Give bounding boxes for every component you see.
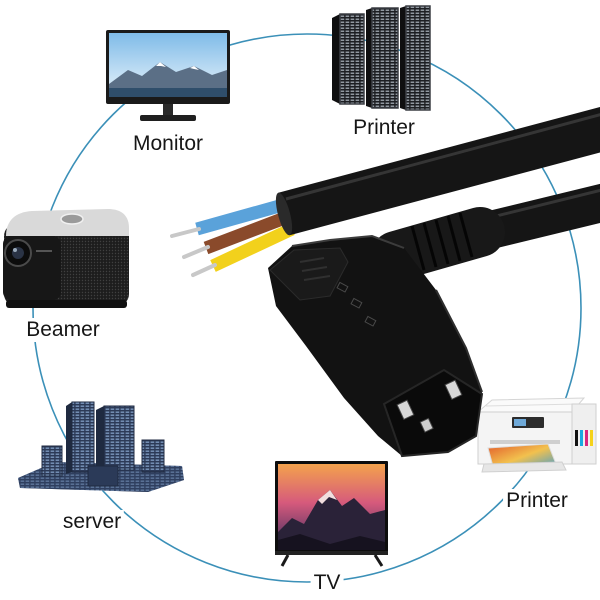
server-rack-icon <box>332 5 431 111</box>
tv-icon <box>275 461 388 567</box>
tv-bottom-bezel <box>275 551 388 555</box>
server-tall-tower <box>71 401 95 473</box>
printer-label: Printer <box>350 116 418 140</box>
server-tower-side <box>96 406 104 472</box>
connector-grip-ridge <box>299 257 325 263</box>
connector-edge-highlight <box>291 234 405 249</box>
rack-front <box>405 5 431 111</box>
printer-display <box>514 419 526 426</box>
rack-front <box>339 13 365 105</box>
server-cluster-icon <box>18 401 184 492</box>
wire-tip <box>170 227 201 238</box>
rack-front <box>371 7 399 109</box>
beamer-label: Beamer <box>23 318 103 342</box>
connector-embossed-mark <box>350 297 363 309</box>
socket-hole-neutral <box>444 379 463 401</box>
server-label: server <box>59 510 125 534</box>
cable-cut-end <box>275 192 293 236</box>
tv-leg <box>280 554 290 567</box>
strain-relief-rib <box>434 219 450 265</box>
printer-lid-line <box>485 403 579 407</box>
socket-hole-earth <box>419 417 434 433</box>
server-small-tower <box>141 439 165 473</box>
monitor-base <box>140 115 196 121</box>
ink-cyan <box>580 430 583 446</box>
server-unit <box>87 465 119 487</box>
tv-label: TV <box>310 571 344 595</box>
rack-side <box>332 14 340 104</box>
printer-front-slot <box>490 440 560 444</box>
tv-snow-peak <box>318 490 337 504</box>
wire-yellow <box>210 223 295 272</box>
projector-icon <box>3 209 129 308</box>
monitor-snow <box>156 62 166 67</box>
printer-tray <box>481 461 567 473</box>
cable-sheen <box>285 113 600 201</box>
tv-foreground <box>278 534 385 550</box>
rack-side <box>366 8 372 108</box>
wire-blue <box>195 196 292 236</box>
rack-side <box>400 6 406 110</box>
projector-base <box>6 300 127 308</box>
server-small-tower <box>41 445 63 477</box>
printer-label: Printer <box>503 489 571 513</box>
strain-relief-rib <box>446 215 462 262</box>
cable-jacket-upper <box>278 106 600 236</box>
strain-relief-rib <box>422 222 438 268</box>
wire-brown <box>203 209 293 255</box>
connector-edge-highlight <box>435 289 483 393</box>
ink-yellow <box>590 430 593 446</box>
connector-grip <box>269 247 349 301</box>
monitor-icon <box>106 30 230 121</box>
connector-grip-ridge <box>303 275 331 281</box>
monitor-lake <box>109 88 227 97</box>
connector-embossed-mark <box>364 315 377 327</box>
monitor-label: Monitor <box>129 132 207 156</box>
monitor-neck <box>163 104 173 116</box>
connector-embossed-mark <box>336 281 349 293</box>
server-tall-tower <box>103 405 135 471</box>
server-tower-side <box>66 402 72 474</box>
socket-hole-line <box>396 399 415 421</box>
projector-lens-glint <box>13 248 17 252</box>
strain-relief-rib <box>410 225 426 271</box>
wire-tip <box>191 263 217 277</box>
strain-relief-rib <box>458 212 474 258</box>
wire-tip <box>182 245 210 259</box>
monitor-snow <box>190 66 199 70</box>
tv-mountains <box>278 490 385 550</box>
ink-magenta <box>585 430 588 446</box>
inkjet-printer-icon <box>476 397 597 473</box>
connector-grip-ridge <box>301 266 328 272</box>
projector-button <box>60 213 84 225</box>
projector-slit <box>36 250 52 252</box>
power-cable-c13-icon <box>170 106 600 458</box>
ink-black <box>575 430 578 446</box>
tv-leg <box>373 554 384 567</box>
